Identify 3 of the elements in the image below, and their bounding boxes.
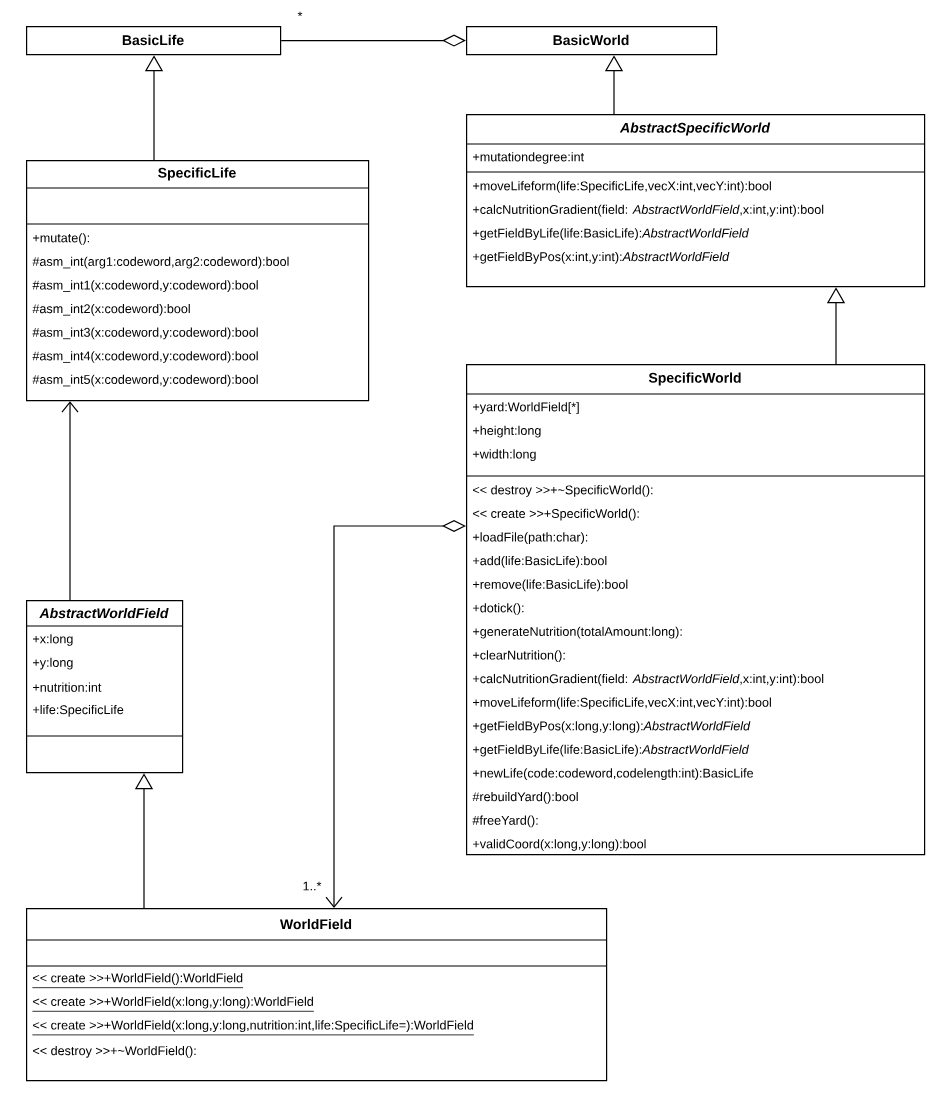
- association-line: [61, 401, 79, 601]
- association-line: [325, 520, 466, 908]
- association-line: [280, 34, 466, 47]
